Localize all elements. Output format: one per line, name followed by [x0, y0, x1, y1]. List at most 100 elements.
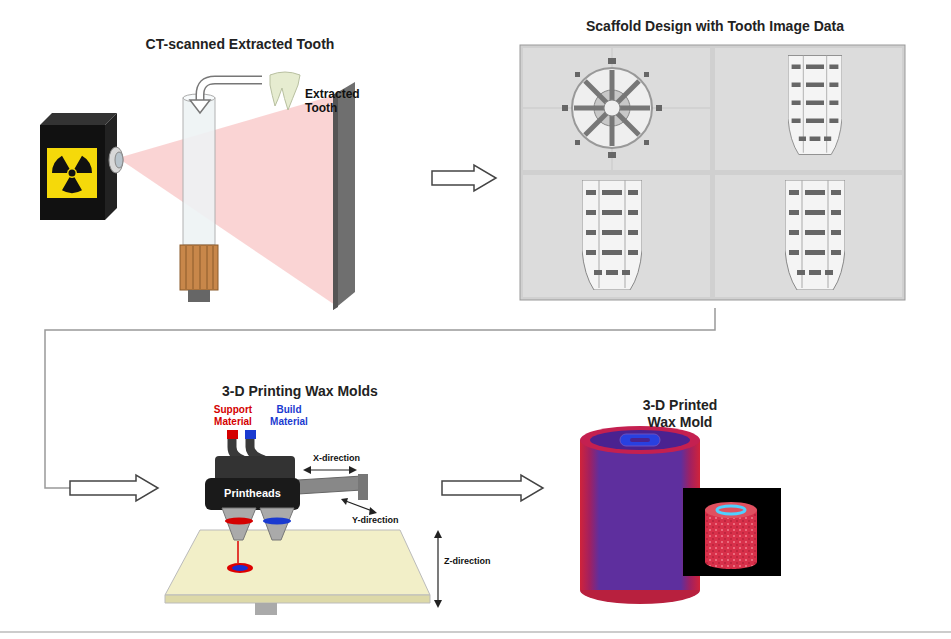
wax-mold-photo — [683, 488, 781, 576]
gantry — [298, 476, 362, 494]
wax-mold-render — [620, 434, 660, 446]
gantry — [358, 474, 368, 500]
detector-plate — [333, 82, 355, 310]
insert-arrow — [200, 80, 262, 102]
process-panel: 3-D Printed Wax Mold — [545, 397, 800, 605]
sample-tube — [183, 98, 215, 245]
z-axis — [434, 530, 442, 608]
hollow-arrow — [442, 475, 543, 501]
route-line — [45, 308, 715, 488]
cad-screenshot — [520, 45, 905, 300]
build-plate — [165, 530, 430, 595]
insert-arrow — [190, 100, 210, 113]
cad-screenshot — [715, 48, 902, 170]
panel-title: Scaffold Design with Tooth Image Data — [498, 18, 932, 35]
printheads — [205, 456, 300, 540]
wax-mold-photo — [705, 502, 757, 518]
xray-source — [115, 152, 123, 168]
printed-part — [227, 563, 253, 573]
gantry — [349, 466, 357, 474]
sample-tube — [213, 246, 214, 289]
detector-plate — [333, 92, 338, 310]
scaffold-top-view — [575, 140, 580, 145]
scaffold-top-view — [585, 81, 639, 135]
axis-label: Z-direction — [444, 556, 504, 566]
footer-rule — [0, 631, 951, 633]
printheads — [222, 508, 256, 540]
printheads — [205, 478, 300, 510]
panel-title: CT-scanned Extracted Tooth — [50, 36, 430, 53]
part-label: Extracted Tooth — [305, 88, 385, 116]
scaffold-views — [582, 56, 845, 291]
wax-mold-render — [580, 426, 700, 604]
printheads — [260, 508, 294, 540]
cad-screenshot — [520, 45, 905, 300]
xray-source — [40, 113, 123, 220]
gantry — [369, 507, 377, 515]
flow-arrow — [432, 165, 496, 191]
build-plate — [165, 530, 430, 615]
ct-beam — [118, 95, 335, 305]
ct-beam — [118, 95, 335, 305]
scaffold-top-view — [644, 140, 649, 145]
axis-label: X-direction — [313, 453, 373, 463]
sample-tube — [180, 94, 218, 302]
gantry — [303, 466, 311, 474]
z-axis — [434, 600, 442, 608]
material-hoses — [245, 430, 256, 439]
z-axis — [437, 532, 438, 606]
printed-part — [237, 541, 239, 563]
process-panel: Scaffold Design with Tooth Image Data — [498, 18, 932, 308]
sample-tube — [180, 245, 218, 290]
scaffold-top-view — [608, 152, 616, 158]
scaffold-top-view — [562, 105, 568, 111]
flow-arrow — [442, 475, 543, 501]
tooth-icon — [270, 72, 300, 110]
xray-source — [40, 125, 105, 220]
gantry — [341, 498, 348, 505]
build-plate — [165, 595, 430, 603]
z-axis — [434, 530, 442, 538]
scaffold-top-view — [575, 72, 580, 77]
scaffold-top-view — [608, 58, 616, 64]
hollow-arrow — [70, 475, 158, 501]
cad-screenshot — [715, 175, 902, 297]
sample-tube — [188, 290, 210, 302]
sample-tube — [186, 246, 187, 289]
xray-source — [75, 156, 93, 173]
gantry — [298, 466, 377, 515]
detector-plate — [333, 82, 355, 310]
flow-arrow — [45, 308, 715, 501]
panel-title: 3-D Printing Wax Molds — [160, 383, 440, 400]
material-label: Support Material — [205, 404, 261, 427]
scaffold-top-view — [604, 100, 620, 116]
scaffold-top-view — [644, 72, 649, 77]
printheads — [225, 518, 253, 525]
wax-mold-render — [590, 430, 690, 450]
scaffold-top-view — [562, 58, 662, 158]
wax-mold-render — [580, 440, 700, 590]
scaffold-views — [582, 180, 642, 290]
scaffold-top-view — [585, 81, 639, 135]
wax-mold-render — [630, 438, 650, 442]
printheads — [263, 518, 291, 525]
part-label: Printheads — [205, 487, 300, 500]
xray-source — [40, 113, 117, 125]
wax-mold-render — [580, 426, 700, 454]
scaffold-top-view — [656, 105, 662, 111]
wax-mold-photo — [705, 555, 757, 569]
sample-tube — [193, 246, 194, 289]
material-hoses — [227, 430, 264, 460]
hollow-arrow — [432, 165, 496, 191]
material-hoses — [227, 430, 238, 439]
build-plate — [255, 603, 277, 615]
gantry — [305, 469, 355, 470]
xray-source — [109, 147, 123, 173]
material-label: Build Material — [262, 404, 316, 427]
sample-tube — [200, 246, 201, 289]
wax-mold-photo — [717, 506, 745, 514]
